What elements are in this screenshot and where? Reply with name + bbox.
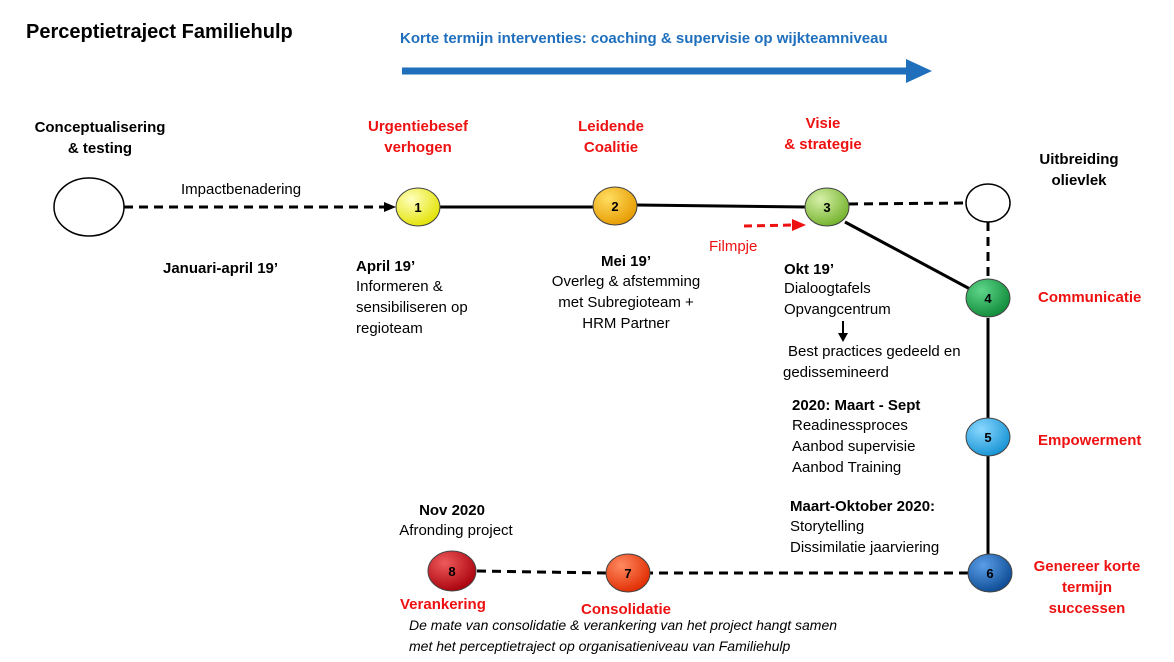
node-7: 7: [605, 553, 651, 593]
node-3-number: 3: [823, 200, 830, 215]
node-5-date: 2020: Maart - Sept: [792, 397, 921, 414]
node-6-title-line: termijn: [1061, 579, 1112, 596]
top-arrow-label: Korte termijn interventies: coaching & s…: [400, 30, 888, 47]
node-3-title-line: & strategie: [784, 136, 862, 153]
filmpje-arrow-head: [792, 219, 806, 231]
node-6-date: Maart-Oktober 2020:: [790, 498, 936, 515]
node-6-title-line: successen: [1048, 600, 1126, 617]
node-8-title: Verankering: [400, 596, 486, 613]
footnote-line: met het perceptietraject op organisatien…: [409, 638, 791, 654]
filmpje-label: Filmpje: [709, 238, 758, 255]
node-2-desc-line: HRM Partner: [582, 315, 670, 332]
node-3: 3: [804, 187, 850, 227]
node-2-date: Mei 19’: [600, 253, 652, 270]
node-2-desc-line: Overleg & afstemming: [551, 273, 701, 290]
node-7-title: Consolidatie: [581, 601, 672, 618]
start-label: Conceptualisering & testing: [20, 117, 180, 159]
node-1-number: 1: [414, 200, 421, 215]
page-title: Perceptietraject Familiehulp: [26, 21, 293, 43]
node-1-date: April 19’: [356, 258, 416, 275]
start-date: Januari-april 19’: [163, 260, 279, 277]
node-2-desc-line: met Subregioteam +: [558, 294, 694, 311]
connector-2-3: [636, 203, 807, 209]
node-6: 6: [967, 553, 1013, 593]
node-6-desc-line: Storytelling: [790, 518, 865, 535]
node-3-date: Okt 19’: [784, 261, 835, 278]
node-3-desc-line: Dialoogtafels: [784, 280, 871, 297]
node-1-title-line: verhogen: [384, 139, 452, 156]
node-2-title: Leidende Coalitie: [551, 116, 671, 158]
footnote-line: De mate van consolidatie & verankering v…: [409, 617, 838, 633]
node-7-number: 7: [624, 566, 631, 581]
node-2: 2: [592, 186, 638, 226]
node-3-description: Dialoogtafels Opvangcentrum: [784, 278, 891, 320]
node-2-description: Overleg & afstemming met Subregioteam + …: [531, 271, 721, 334]
node-3-extra-line: gedissemineerd: [783, 364, 889, 381]
node-6-title: Genereer korte termijn successen: [1018, 556, 1156, 619]
node-3-desc-line: Opvangcentrum: [784, 301, 891, 318]
node-5-title: Empowerment: [1038, 432, 1142, 449]
node-8-number: 8: [448, 564, 455, 579]
node-4-number: 4: [984, 291, 992, 306]
node-6-desc-line: Dissimilatie jaarviering: [790, 539, 940, 556]
connector-3-end: [848, 201, 966, 206]
best-practices-arrow-head: [838, 333, 848, 342]
node-5-desc-line: Readinessproces: [792, 417, 908, 434]
node-3-extra-line: Best practices gedeeld en: [788, 343, 961, 360]
node-8-description: Afronding project: [399, 522, 513, 539]
end-label-line: Uitbreiding: [1039, 151, 1119, 168]
top-arrow-head: [906, 59, 932, 83]
end-label: Uitbreiding olievlek: [1019, 149, 1139, 191]
node-5-desc-line: Aanbod Training: [792, 459, 902, 476]
start-label-line: & testing: [67, 140, 133, 157]
filmpje-arrow-shaft: [743, 223, 795, 228]
node-4-title: Communicatie: [1038, 289, 1142, 306]
node-6-title-line: Genereer korte: [1033, 558, 1141, 575]
node-1-description: Informeren & sensibiliseren op regioteam: [356, 276, 468, 339]
node-5-desc-line: Aanbod supervisie: [792, 438, 916, 455]
start-circle: [53, 177, 125, 237]
node-6-number: 6: [986, 566, 993, 581]
node-3-title-line: Visie: [805, 115, 841, 132]
connector-start-1-arrowhead: [384, 202, 396, 212]
start-label-line: Conceptualisering: [34, 119, 166, 136]
node-3-title: Visie & strategie: [763, 113, 883, 155]
node-1: 1: [395, 187, 441, 227]
node-1-title-line: Urgentiebesef: [367, 118, 469, 135]
node-2-title-line: Coalitie: [583, 139, 639, 156]
node-5-description: Readinessproces Aanbod supervisie Aanbod…: [792, 415, 915, 478]
node-5: 5: [965, 417, 1011, 457]
node-3-extra: Best practices gedeeld en gedissemineerd: [783, 341, 961, 383]
node-2-number: 2: [611, 199, 618, 214]
node-8: 8: [427, 550, 477, 592]
node-6-description: Storytelling Dissimilatie jaarviering: [790, 516, 939, 558]
end-circle: [965, 183, 1011, 223]
node-1-desc-line: sensibiliseren op: [356, 299, 468, 316]
node-2-title-line: Leidende: [578, 118, 644, 135]
end-label-line: olievlek: [1051, 172, 1107, 189]
connector-3-4: [844, 220, 971, 291]
connector-7-8: [474, 569, 607, 575]
node-1-title: Urgentiebesef verhogen: [343, 116, 493, 158]
node-5-number: 5: [984, 430, 991, 445]
node-1-desc-line: Informeren &: [356, 278, 443, 295]
impact-edge-label: Impactbenadering: [181, 181, 302, 198]
node-8-date: Nov 2020: [419, 502, 485, 519]
footnote: De mate van consolidatie & verankering v…: [409, 615, 837, 657]
node-4: 4: [965, 278, 1011, 318]
node-1-desc-line: regioteam: [356, 320, 423, 337]
